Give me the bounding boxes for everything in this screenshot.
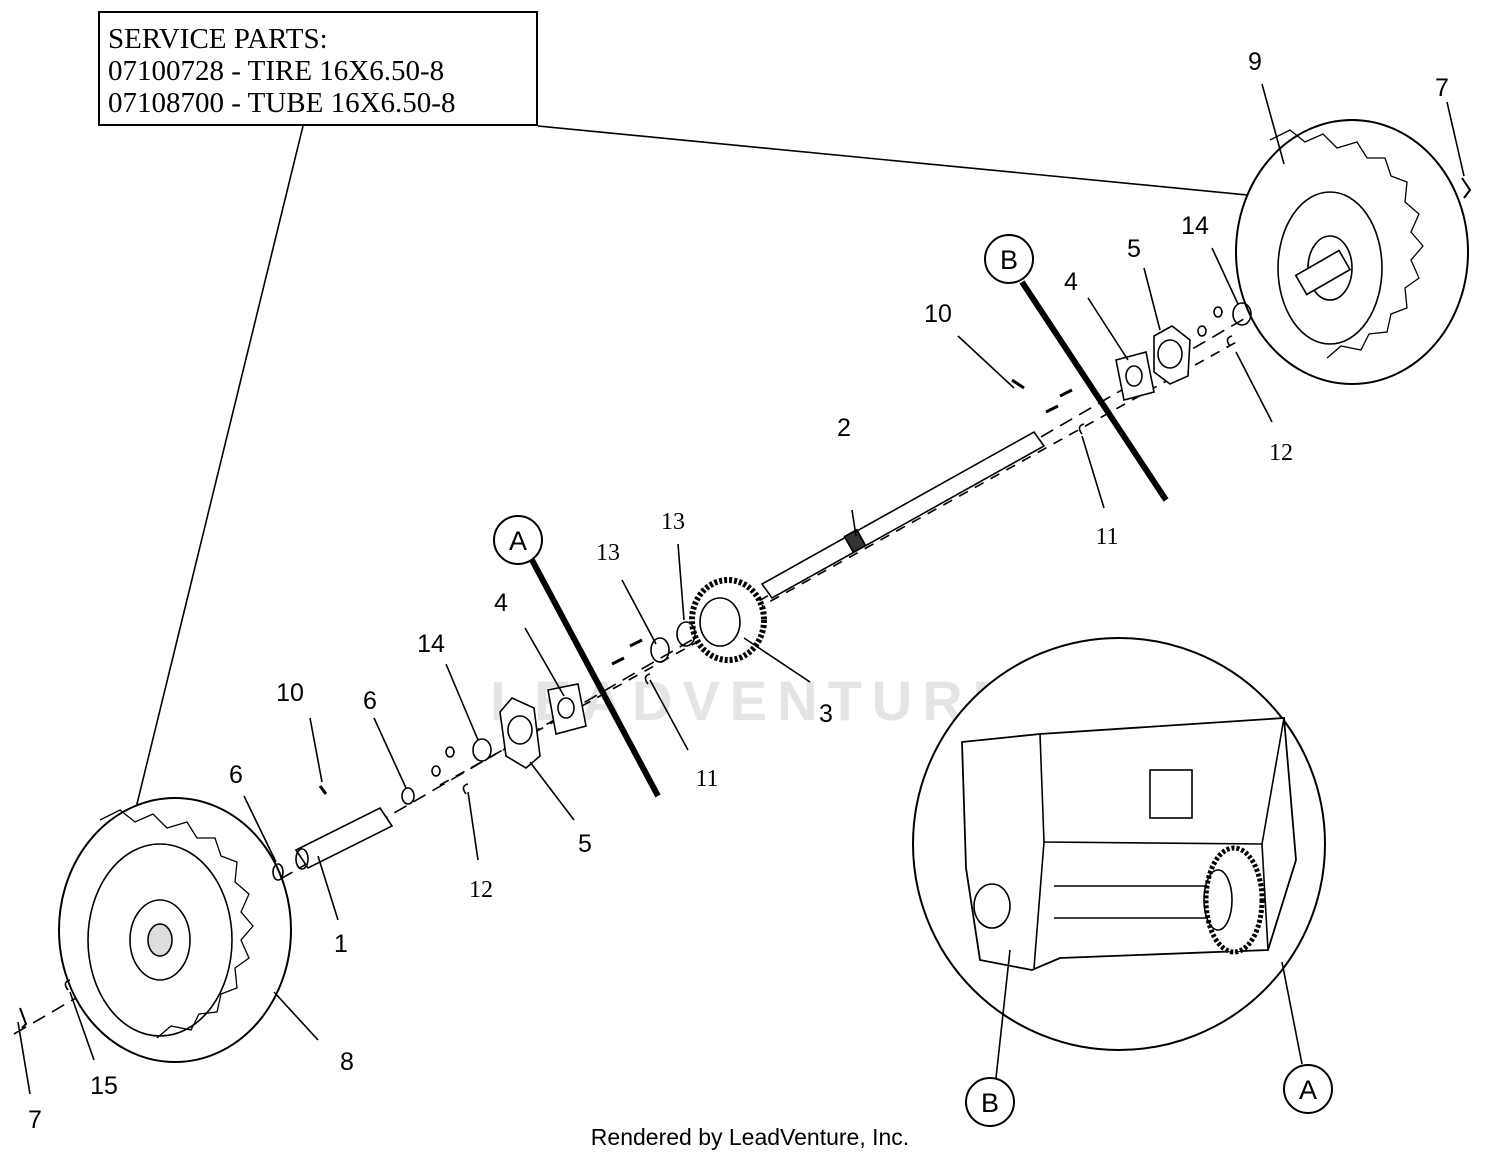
- left-axle-shaft: [294, 806, 394, 870]
- callout-6-left: 6: [229, 761, 243, 789]
- callout-5-right: 5: [1127, 235, 1141, 263]
- callout-12-left: 12: [469, 877, 493, 903]
- callout-2: 2: [837, 414, 851, 442]
- leader-service-left-tire: [135, 125, 304, 809]
- service-parts-heading: SERVICE PARTS:: [108, 23, 328, 55]
- callout-4-right: 4: [1064, 268, 1078, 296]
- callout-14-left: 14: [417, 630, 445, 658]
- callout-11-right: 11: [1095, 524, 1118, 550]
- main-axle-shaft: [760, 430, 1046, 600]
- callout-7-left: 7: [28, 1106, 42, 1134]
- gear-hub: [689, 577, 767, 663]
- detail-view: [912, 637, 1326, 1079]
- hardware-parts: [19, 177, 1472, 1029]
- callout-13-left: 13: [596, 540, 620, 566]
- right-flange-bearing: [1115, 325, 1191, 401]
- callout-leaders: [17, 83, 1465, 1095]
- marker-b-main-circle: [984, 234, 1034, 284]
- callout-6-right: 6: [363, 687, 377, 715]
- callout-15: 15: [90, 1072, 118, 1100]
- marker-b-detail-circle: [965, 1077, 1015, 1127]
- service-part-tire: 07100728 - TIRE 16X6.50-8: [108, 55, 445, 87]
- callout-9: 9: [1248, 48, 1262, 76]
- marker-a-main: A: [509, 526, 527, 556]
- footer-credit: Rendered by LeadVenture, Inc.: [590, 1124, 910, 1150]
- marker-a-detail: A: [1299, 1075, 1317, 1105]
- marker-a-main-circle: [493, 515, 543, 565]
- callout-8: 8: [340, 1048, 354, 1076]
- callout-5-left: 5: [578, 830, 592, 858]
- service-part-tube: 07108700 - TUBE 16X6.50-8: [108, 87, 456, 119]
- left-flange-bearing: [499, 683, 587, 769]
- callout-3: 3: [819, 700, 833, 728]
- service-parts-box: SERVICE PARTS: 07100728 - TIRE 16X6.50-8…: [98, 11, 538, 126]
- right-tire: [1235, 119, 1469, 385]
- marker-b-main: B: [1000, 245, 1018, 275]
- leader-service-right-tire: [537, 125, 1279, 199]
- left-tire: [58, 797, 292, 1063]
- callout-10-left: 10: [276, 679, 304, 707]
- callout-7-right: 7: [1435, 74, 1449, 102]
- marker-b-detail: B: [981, 1088, 999, 1118]
- ref-line-a: [529, 558, 661, 798]
- ref-line-b: [1019, 280, 1169, 502]
- callout-1: 1: [334, 930, 348, 958]
- callout-14-right: 14: [1181, 212, 1209, 240]
- callout-11-left: 11: [695, 766, 718, 792]
- callout-4-left: 4: [494, 589, 508, 617]
- callout-12-right: 12: [1269, 440, 1293, 466]
- callout-13-right: 13: [661, 509, 685, 535]
- marker-a-detail-circle: [1283, 1064, 1333, 1114]
- callout-10-right: 10: [924, 300, 952, 328]
